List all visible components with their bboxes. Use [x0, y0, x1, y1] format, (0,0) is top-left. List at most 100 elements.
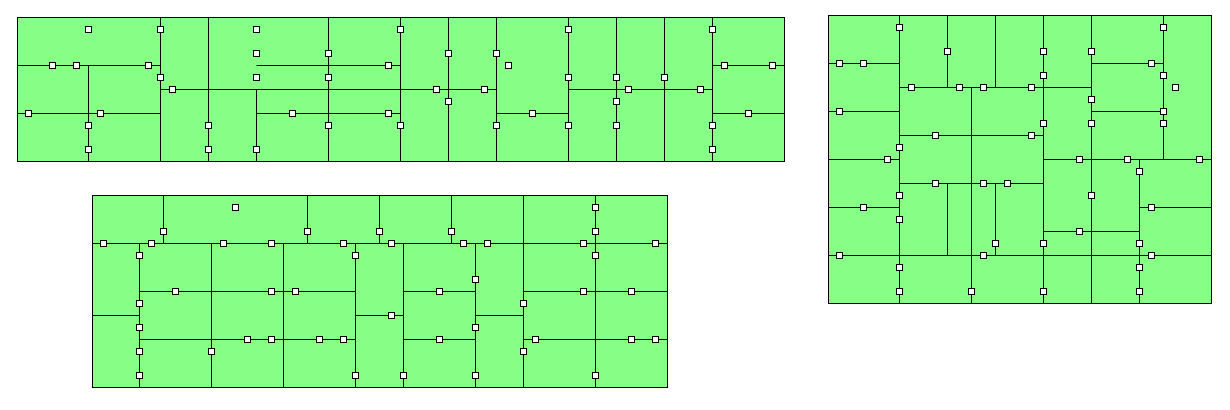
vertex-marker[interactable]: [860, 204, 867, 211]
vertex-marker[interactable]: [205, 146, 212, 153]
vertex-marker[interactable]: [1088, 192, 1095, 199]
vertex-marker[interactable]: [208, 348, 215, 355]
vertex-marker[interactable]: [85, 146, 92, 153]
vertex-marker[interactable]: [980, 252, 987, 259]
vertex-marker[interactable]: [484, 240, 491, 247]
vertex-marker[interactable]: [436, 336, 443, 343]
vertex-marker[interactable]: [1040, 240, 1047, 247]
vertex-marker[interactable]: [148, 240, 155, 247]
vertex-marker[interactable]: [1040, 288, 1047, 295]
vertex-marker[interactable]: [884, 156, 891, 163]
vertex-marker[interactable]: [460, 240, 467, 247]
vertex-marker[interactable]: [944, 48, 951, 55]
vertex-marker[interactable]: [1040, 48, 1047, 55]
vertex-marker[interactable]: [244, 336, 251, 343]
vertex-marker[interactable]: [652, 240, 659, 247]
vertex-marker[interactable]: [745, 110, 752, 117]
vertex-marker[interactable]: [592, 372, 599, 379]
vertex-marker[interactable]: [1076, 156, 1083, 163]
vertex-marker[interactable]: [268, 336, 275, 343]
vertex-marker[interactable]: [268, 288, 275, 295]
vertex-marker[interactable]: [397, 26, 404, 33]
vertex-marker[interactable]: [896, 264, 903, 271]
vertex-marker[interactable]: [325, 50, 332, 57]
vertex-marker[interactable]: [613, 98, 620, 105]
vertex-marker[interactable]: [481, 86, 488, 93]
vertex-marker[interactable]: [73, 62, 80, 69]
vertex-marker[interactable]: [769, 62, 776, 69]
vertex-marker[interactable]: [836, 252, 843, 259]
vertex-marker[interactable]: [304, 228, 311, 235]
vertex-marker[interactable]: [493, 122, 500, 129]
vertex-marker[interactable]: [388, 240, 395, 247]
vertex-marker[interactable]: [289, 110, 296, 117]
vertex-marker[interactable]: [1196, 156, 1203, 163]
vertex-marker[interactable]: [100, 240, 107, 247]
vertex-marker[interactable]: [352, 252, 359, 259]
vertex-marker[interactable]: [1160, 108, 1167, 115]
vertex-marker[interactable]: [97, 110, 104, 117]
vertex-marker[interactable]: [1160, 120, 1167, 127]
vertex-marker[interactable]: [448, 228, 455, 235]
vertex-marker[interactable]: [613, 122, 620, 129]
vertex-marker[interactable]: [709, 26, 716, 33]
vertex-marker[interactable]: [1088, 120, 1095, 127]
vertex-marker[interactable]: [1040, 120, 1047, 127]
vertex-marker[interactable]: [232, 204, 239, 211]
vertex-marker[interactable]: [85, 122, 92, 129]
vertex-marker[interactable]: [493, 50, 500, 57]
vertex-marker[interactable]: [268, 240, 275, 247]
vertex-marker[interactable]: [1004, 180, 1011, 187]
vertex-marker[interactable]: [1148, 204, 1155, 211]
vertex-marker[interactable]: [385, 110, 392, 117]
vertex-marker[interactable]: [1136, 264, 1143, 271]
vertex-marker[interactable]: [836, 60, 843, 67]
vertex-marker[interactable]: [1172, 84, 1179, 91]
vertex-marker[interactable]: [340, 336, 347, 343]
vertex-marker[interactable]: [325, 122, 332, 129]
vertex-marker[interactable]: [436, 288, 443, 295]
vertex-marker[interactable]: [1040, 72, 1047, 79]
vertex-marker[interactable]: [628, 288, 635, 295]
vertex-marker[interactable]: [220, 240, 227, 247]
vertex-marker[interactable]: [896, 24, 903, 31]
vertex-marker[interactable]: [932, 180, 939, 187]
vertex-marker[interactable]: [505, 62, 512, 69]
vertex-marker[interactable]: [445, 98, 452, 105]
vertex-marker[interactable]: [709, 122, 716, 129]
vertex-marker[interactable]: [613, 74, 620, 81]
vertex-marker[interactable]: [1088, 96, 1095, 103]
vertex-marker[interactable]: [205, 122, 212, 129]
vertex-marker[interactable]: [520, 300, 527, 307]
vertex-marker[interactable]: [908, 84, 915, 91]
vertex-marker[interactable]: [1136, 168, 1143, 175]
vertex-marker[interactable]: [592, 204, 599, 211]
vertex-marker[interactable]: [956, 84, 963, 91]
vertex-marker[interactable]: [661, 74, 668, 81]
vertex-marker[interactable]: [592, 228, 599, 235]
vertex-marker[interactable]: [836, 108, 843, 115]
vertex-marker[interactable]: [253, 146, 260, 153]
vertex-marker[interactable]: [85, 26, 92, 33]
vertex-marker[interactable]: [1124, 156, 1131, 163]
vertex-marker[interactable]: [253, 26, 260, 33]
vertex-marker[interactable]: [340, 240, 347, 247]
vertex-marker[interactable]: [385, 62, 392, 69]
vertex-marker[interactable]: [160, 228, 167, 235]
vertex-marker[interactable]: [145, 62, 152, 69]
vertex-marker[interactable]: [625, 86, 632, 93]
vertex-marker[interactable]: [1028, 84, 1035, 91]
vertex-marker[interactable]: [529, 110, 536, 117]
vertex-marker[interactable]: [136, 348, 143, 355]
vertex-marker[interactable]: [445, 50, 452, 57]
vertex-marker[interactable]: [253, 50, 260, 57]
vertex-marker[interactable]: [628, 336, 635, 343]
vertex-marker[interactable]: [397, 122, 404, 129]
vertex-marker[interactable]: [896, 144, 903, 151]
vertex-marker[interactable]: [136, 324, 143, 331]
vertex-marker[interactable]: [325, 74, 332, 81]
vertex-marker[interactable]: [992, 240, 999, 247]
vertex-marker[interactable]: [136, 300, 143, 307]
vertex-marker[interactable]: [472, 324, 479, 331]
vertex-marker[interactable]: [25, 110, 32, 117]
